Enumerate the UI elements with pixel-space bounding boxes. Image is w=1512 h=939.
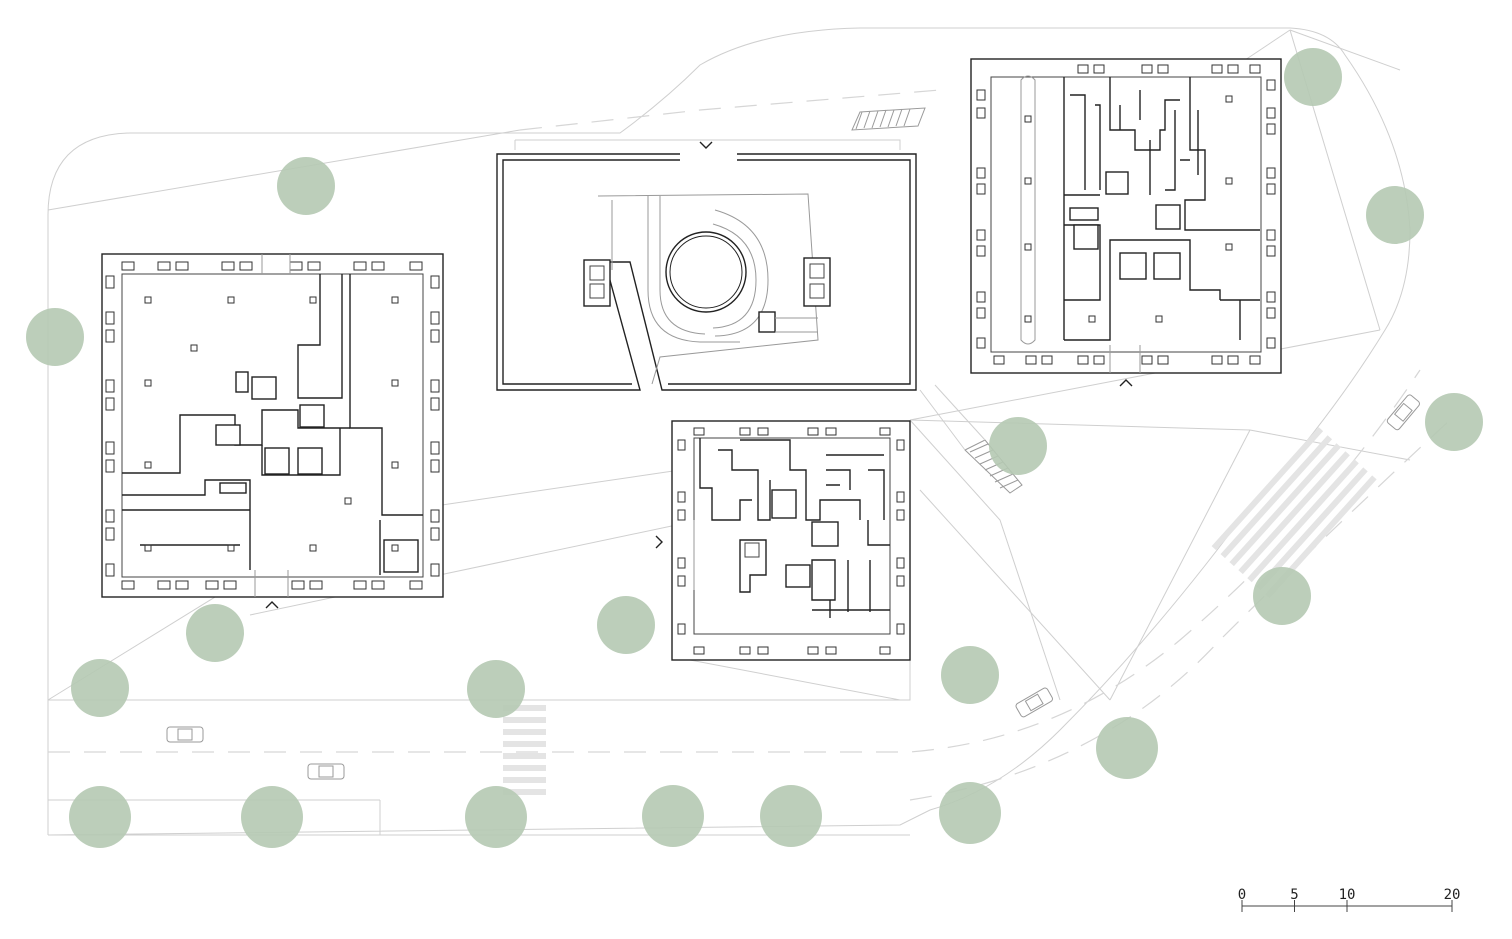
scale-label: 5 [1290, 887, 1298, 903]
scale-labels: 0 5 10 20 [1238, 887, 1461, 903]
tree-icon [465, 786, 527, 848]
car-2 [307, 763, 345, 780]
tree-icon [1096, 717, 1158, 779]
trees [26, 48, 1483, 848]
building-central [496, 141, 917, 391]
ramp-north [851, 107, 926, 131]
car-3 [1015, 687, 1053, 718]
tree-icon [241, 786, 303, 848]
scale-label: 0 [1238, 887, 1246, 903]
tree-icon [642, 785, 704, 847]
tree-icon [1425, 393, 1483, 451]
ramp-east [919, 384, 1023, 494]
building-south [655, 420, 911, 661]
perimeter-windows [105, 261, 440, 590]
scale-bar: 0 5 10 20 [1238, 887, 1461, 912]
tree-icon [69, 786, 131, 848]
scale-ticks [1241, 900, 1453, 912]
chevron-icon [1119, 379, 1133, 387]
car-4 [1386, 394, 1420, 431]
tree-icon [26, 308, 84, 366]
building-northeast [970, 58, 1282, 387]
zebra-crossing-east [1211, 427, 1377, 599]
tree-icon [1284, 48, 1342, 106]
zebra-crossing-south [503, 705, 546, 795]
tree-icon [277, 157, 335, 215]
chevron-icon [655, 535, 663, 549]
scale-label: 20 [1444, 887, 1461, 903]
tree-icon [989, 417, 1047, 475]
chevron-icon [699, 141, 713, 149]
tree-icon [467, 660, 525, 718]
scale-label: 10 [1339, 887, 1356, 903]
tree-icon [760, 785, 822, 847]
tree-icon [597, 596, 655, 654]
building-west [101, 253, 444, 609]
tree-icon [941, 646, 999, 704]
tree-icon [1366, 186, 1424, 244]
tree-icon [186, 604, 244, 662]
tree-icon [1253, 567, 1311, 625]
tree-icon [71, 659, 129, 717]
car-1 [166, 726, 204, 743]
chevron-icon [265, 601, 279, 609]
tree-icon [939, 782, 1001, 844]
